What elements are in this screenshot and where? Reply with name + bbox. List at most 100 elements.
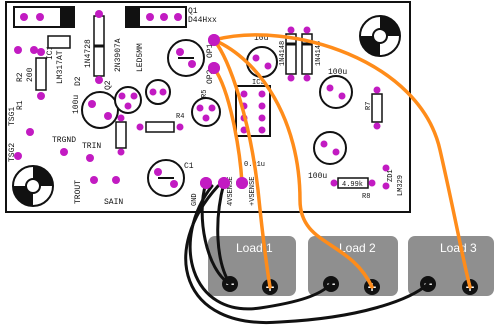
tp-sain xyxy=(112,176,120,184)
r8-value: 4.99k xyxy=(342,181,363,189)
r7-label: R7 xyxy=(365,102,373,110)
r5-label: R5 xyxy=(201,90,209,98)
4vsense-label: 4VSENSE xyxy=(227,177,235,206)
diode-1n4148-b xyxy=(301,33,313,75)
pad-d2-a xyxy=(95,10,103,18)
r8-label: R8 xyxy=(362,193,370,201)
orange-wire-load3 xyxy=(212,33,472,289)
pad-rv-a xyxy=(117,114,125,122)
pad-r4-b xyxy=(176,123,184,131)
q1-label: Q1 xyxy=(188,7,198,16)
op2-label: OP2 xyxy=(206,69,215,84)
sain-label: SAIN xyxy=(104,198,123,207)
zd1-label: ZD1 xyxy=(387,169,395,182)
1n4148-label-b: 1N4148 xyxy=(315,41,323,66)
capacitor-100u-bottom xyxy=(313,131,347,165)
led-label: LED5MM xyxy=(136,43,145,72)
load-2-label: Load 2 xyxy=(339,241,376,255)
black-wires xyxy=(184,181,430,325)
trgnd-label: TRGND xyxy=(52,136,76,145)
cap-100u-bottom-label: 100u xyxy=(308,172,327,181)
zener-zd1 xyxy=(382,164,390,190)
pad-d2-b xyxy=(95,76,103,84)
pad-q2-a xyxy=(118,92,126,100)
pad-ic1-b xyxy=(30,46,38,54)
pad-cap-top-a xyxy=(176,48,184,56)
resistor-r2 xyxy=(35,57,47,91)
connector-top-left xyxy=(13,6,75,28)
fiducial-bottom-left xyxy=(12,165,54,207)
resistor-r4 xyxy=(145,121,175,133)
vsense-label: +VSENSE xyxy=(249,177,257,206)
black-wire-load1 xyxy=(200,181,232,286)
pad-rv-b xyxy=(117,148,125,156)
pad-ic1-a xyxy=(14,46,22,54)
gnd-label: GND xyxy=(191,193,199,206)
r4-label: R4 xyxy=(176,113,184,121)
trin-label: TRIN xyxy=(82,142,101,151)
r2-value: 200 xyxy=(26,67,35,82)
connector-q1 xyxy=(125,6,187,28)
orange-wires xyxy=(212,33,472,289)
cap-100u-right-label: 100u xyxy=(328,68,347,77)
tp-trin xyxy=(86,154,94,162)
op1-pad-top xyxy=(208,34,220,46)
pad-cap-left-a xyxy=(88,100,96,108)
led xyxy=(145,79,171,105)
op2-pad-top xyxy=(208,62,220,74)
pad-vsense-top xyxy=(236,177,248,189)
black-wire-load3 xyxy=(184,184,430,325)
tp-tsg1 xyxy=(26,128,34,136)
tsg1-label: TSG1 xyxy=(8,107,17,126)
d2-part: 1N4728 xyxy=(84,39,93,68)
resistor-r8 xyxy=(337,177,369,189)
pad-cap-left-b xyxy=(104,112,112,120)
q2-label: Q2 xyxy=(104,80,113,90)
pad-r2-b xyxy=(37,92,45,100)
tp-tsg2 xyxy=(14,152,22,160)
trout-label: TROUT xyxy=(74,180,83,204)
pad-cap-top-b xyxy=(188,60,196,68)
cap-10u-label: 10u xyxy=(254,34,269,43)
capacitor-100u-right xyxy=(319,75,353,109)
resistor-vertical-left xyxy=(115,121,127,149)
ic1-label: IC1 xyxy=(46,45,55,60)
pad-4vsense-top xyxy=(218,177,230,189)
r2-label: R2 xyxy=(16,72,25,82)
orange-wire-op2 xyxy=(212,66,244,185)
op1-label: OP1 xyxy=(206,43,215,58)
tp-trgnd xyxy=(60,148,68,156)
orange-wire-load1 xyxy=(212,38,272,289)
q1-part-label: D44Hxx xyxy=(188,16,217,25)
cap-100u-label: 100u xyxy=(72,95,81,114)
ic3-label: IC3 xyxy=(252,79,265,87)
load-3: Load 3 − + xyxy=(408,236,494,296)
pad-led-a xyxy=(149,88,157,96)
pad-r4-a xyxy=(136,123,144,131)
lm329-label: LM329 xyxy=(397,175,405,196)
orange-wire-load2 xyxy=(212,38,374,289)
resistor-r7 xyxy=(371,93,383,123)
ic1-part: LM317AT xyxy=(56,50,65,84)
transistor-r5-area xyxy=(191,97,221,127)
load-3-label: Load 3 xyxy=(440,241,477,255)
capacitor-10u-right xyxy=(246,46,278,78)
diode-1n4148-a xyxy=(285,33,297,75)
pad-led-b xyxy=(159,88,167,96)
pad-q2-b xyxy=(130,92,138,100)
tp-trout xyxy=(90,176,98,184)
fiducial-top-right xyxy=(359,15,401,57)
load-2: Load 2 − + xyxy=(308,236,398,296)
black-wire-sense xyxy=(216,181,232,286)
capacitor-100u-left xyxy=(81,91,119,129)
ic1-body xyxy=(47,35,71,49)
c1-label: C1 xyxy=(184,162,194,171)
d2-label: D2 xyxy=(74,76,83,86)
tsg2-label: TSG2 xyxy=(8,143,17,162)
load-1-label: Load 1 xyxy=(236,241,273,255)
r1-label: R1 xyxy=(16,100,25,110)
pad-gnd-top xyxy=(200,177,212,189)
q2-part: 2N3907A xyxy=(114,38,123,72)
pad-r2-a xyxy=(37,48,45,56)
